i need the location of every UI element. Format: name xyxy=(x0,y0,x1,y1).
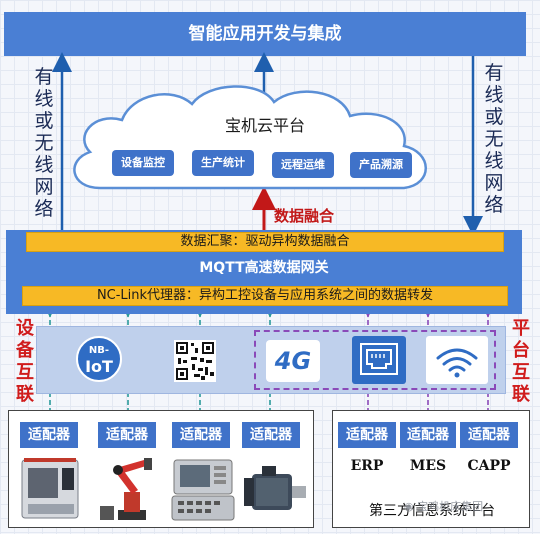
cloud-shape xyxy=(73,85,427,190)
system-capp-label: CAPP xyxy=(467,458,511,474)
gateway-title: MQTT高速数据网关 xyxy=(199,260,329,276)
header-bar: 智能应用开发与集成 xyxy=(4,12,526,56)
device-interconnect-label: 设备互联 xyxy=(16,318,34,405)
header-title: 智能应用开发与集成 xyxy=(188,24,342,44)
adapter-erp: 适配器 xyxy=(338,422,396,448)
servo-motor-image xyxy=(244,466,306,510)
platform-dashed-box xyxy=(254,330,496,390)
adapter-device-2: 适配器 xyxy=(98,422,156,448)
system-erp-label: ERP xyxy=(350,458,384,474)
wifi-glyph xyxy=(436,348,478,378)
system-mes-label: MES xyxy=(409,458,447,474)
watermark-text: 宝鸡机床集团 xyxy=(417,500,484,513)
nbiot-top-text: NB- xyxy=(88,345,110,356)
4g-icon: 4G xyxy=(266,340,320,382)
data-fusion-label: 数据融合 xyxy=(274,207,335,225)
adapter-device-1: 适配器 xyxy=(20,422,78,448)
cloud-title: 宝机云平台 xyxy=(224,116,305,135)
aggregation-bar: 数据汇聚：驱动异构数据融合 xyxy=(26,232,504,252)
third-party-label: 第三方信息系统平台 xyxy=(369,503,495,519)
adapter-device-4: 适配器 xyxy=(242,422,300,448)
cnc-machine-image xyxy=(21,458,79,519)
watermark: ◉ 宝鸡机床集团 xyxy=(404,498,483,514)
cloud-item-remote-ops[interactable]: 远程运维 xyxy=(272,152,334,178)
qr-code-icon xyxy=(174,340,216,382)
left-network-label: 有线或无线网络 xyxy=(34,66,54,220)
wifi-icon xyxy=(426,336,488,384)
cloud-item-traceability[interactable]: 产品溯源 xyxy=(350,152,412,178)
adapter-mes: 适配器 xyxy=(400,422,456,448)
right-network-label: 有线或无线网络 xyxy=(484,62,504,216)
adapter-capp: 适配器 xyxy=(460,422,518,448)
robot-arm-image xyxy=(100,458,152,520)
ethernet-port-icon xyxy=(352,336,406,384)
4g-text: 4G xyxy=(274,347,312,375)
cloud-item-device-monitoring[interactable]: 设备监控 xyxy=(112,150,174,176)
watermark-icon: ◉ xyxy=(404,500,418,513)
control-panel-image xyxy=(171,459,235,521)
nbiot-bottom-text: IoT xyxy=(85,357,113,376)
platform-interconnect-label: 平台互联 xyxy=(512,318,530,405)
ethernet-port-glyph xyxy=(360,343,398,375)
adapter-device-3: 适配器 xyxy=(172,422,230,448)
nbiot-icon: NB- IoT xyxy=(76,336,122,382)
cloud-item-production-stats[interactable]: 生产统计 xyxy=(192,150,254,176)
nclink-bar: NC-Link代理器：异构工控设备与应用系统之间的数据转发 xyxy=(22,286,508,306)
